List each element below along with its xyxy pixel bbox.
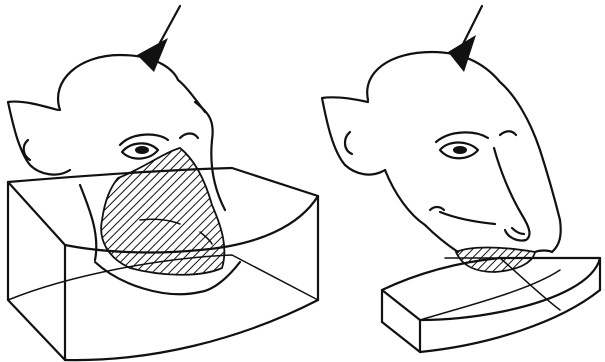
right-hatched-region [456, 248, 535, 273]
right-panel [322, 6, 600, 352]
right-head-outline [367, 52, 540, 150]
right-ear [322, 97, 385, 174]
left-ear [8, 102, 70, 175]
right-nose [494, 148, 529, 241]
left-head-outline [58, 55, 205, 112]
right-monkey-head [322, 52, 561, 252]
left-hatched-region [101, 148, 224, 275]
left-panel [8, 6, 318, 360]
